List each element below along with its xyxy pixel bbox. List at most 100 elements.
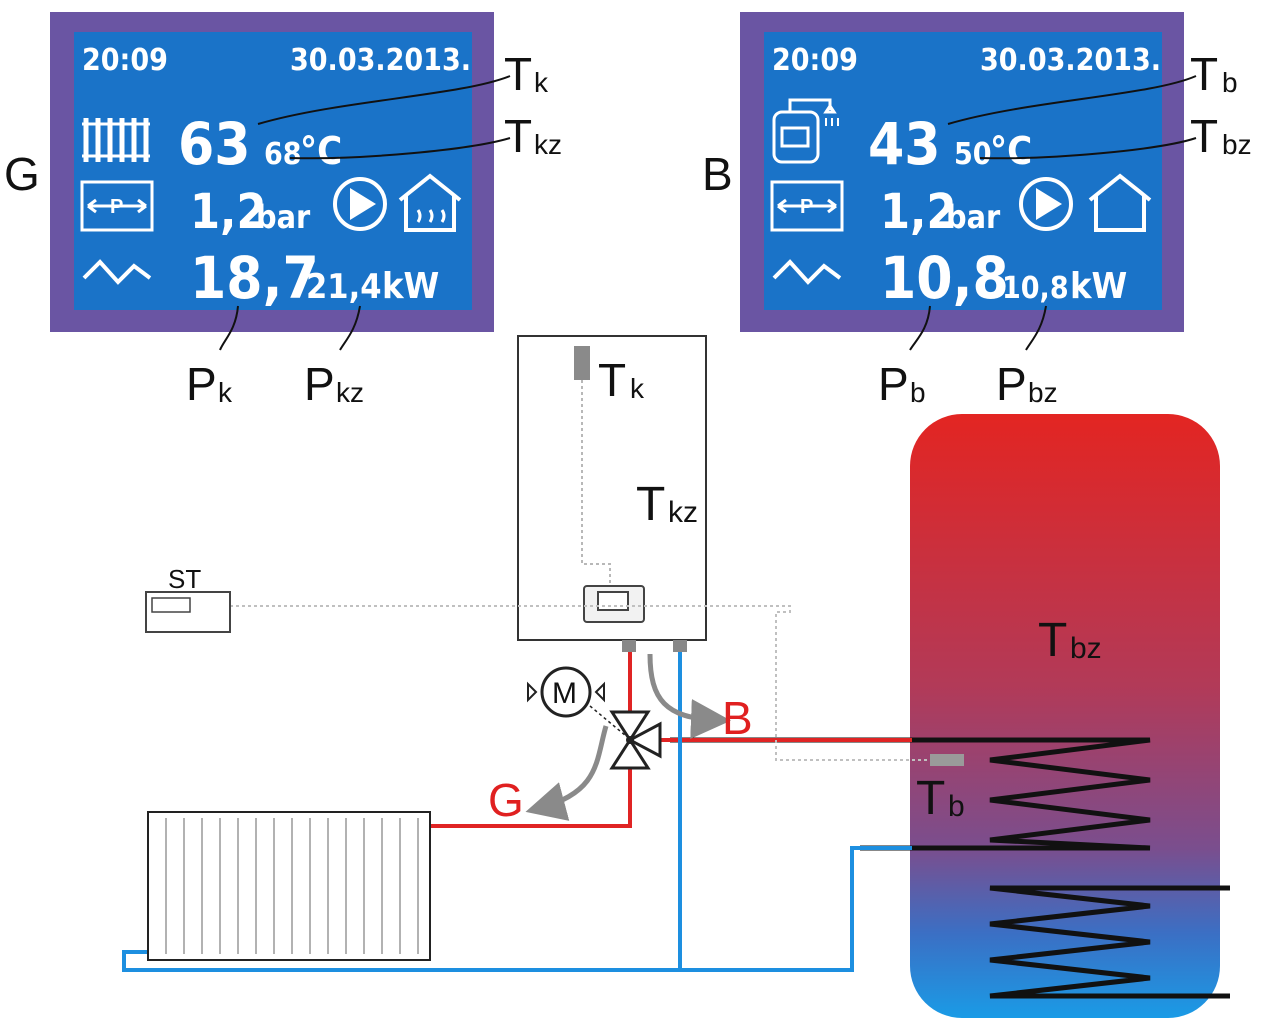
lcd-temp-set: 68 [264, 137, 302, 172]
pump-icon [333, 177, 387, 231]
lcd-date: 30.03.2013. [980, 43, 1161, 78]
tank-upper-coil [670, 737, 1151, 851]
motor-mounts [527, 681, 605, 703]
label-pkz-main: P [304, 358, 335, 410]
valve-top [609, 710, 651, 743]
label-tkz-main: T [504, 110, 532, 162]
lcd-pressure: 1,2 [880, 184, 957, 240]
label-tkz-sub: kz [534, 129, 562, 160]
lcd-power-unit: kW [382, 266, 439, 307]
callout-line-pk [219, 305, 239, 351]
label-pk-main: P [186, 358, 217, 410]
callout-line-tbz [979, 137, 1197, 160]
label-boiler-tkz-sub: kz [668, 496, 698, 529]
label-tb-main: T [1190, 48, 1218, 100]
callout-line-pb [909, 305, 931, 351]
mode-letter-boiler: B [702, 148, 733, 200]
label-pb-main: P [878, 358, 909, 410]
thermostat-display-icon [151, 597, 191, 613]
valve-bottom [609, 737, 651, 770]
label-tk-main: T [504, 48, 532, 100]
label-pb-sub: b [910, 377, 926, 408]
boiler-unit: T k T kz [517, 335, 707, 652]
pump-icon [1019, 177, 1073, 231]
label-tb-sub: b [1222, 67, 1238, 98]
lcd-power-main: 18,7 [190, 244, 319, 312]
callout-line-tb [947, 75, 1197, 125]
label-pkz-sub: kz [336, 377, 364, 408]
lcd-panel-boiler: 20:09 30.03.2013. 43 50 °C P 1,2 bar 10,… [702, 12, 1252, 410]
house-heating-icon [398, 173, 462, 232]
label-pbz-sub: bz [1028, 377, 1058, 408]
label-pbz-main: P [996, 358, 1027, 410]
lcd-panel-heating: 20:09 30.03.2013. 63 68 °C P 1,2 bar [4, 12, 562, 410]
lcd-pressure: 1,2 [190, 184, 267, 240]
callout-line-pbz [1025, 305, 1047, 351]
tank-sensor-icon [930, 754, 964, 766]
lcd-temp-main: 63 [178, 110, 251, 178]
tank-lower-coil [989, 885, 1230, 999]
motor-shaft [589, 705, 627, 737]
valve-side [626, 721, 662, 759]
callout-line-tkz [289, 137, 511, 160]
lcd-power-unit: kW [1070, 266, 1127, 307]
lcd-time: 20:09 [772, 43, 858, 78]
label-pk-sub: k [218, 377, 233, 408]
label-tank-tbz-main: T [1038, 614, 1067, 667]
lcd-pressure-unit: bar [946, 198, 1001, 236]
label-flow-g: G [488, 774, 524, 826]
label-tank-tb-main: T [916, 772, 945, 825]
lcd-date: 30.03.2013. [290, 43, 471, 78]
label-tank-tb-sub: b [948, 790, 965, 823]
radiator-icon [82, 118, 150, 162]
radiator-fins [165, 818, 419, 954]
pressure-icon: P [770, 180, 844, 232]
callout-line-pkz [339, 305, 361, 351]
mode-letter-heating: G [4, 148, 40, 200]
hot-pipe-to-radiator [430, 768, 632, 828]
label-motor: M [552, 677, 577, 710]
svg-text:P: P [800, 196, 813, 218]
lcd-time: 20:09 [82, 43, 168, 78]
pressure-icon: P [80, 180, 154, 232]
control-wire [230, 605, 930, 761]
valve-center [626, 736, 634, 744]
lcd-screen [764, 32, 1162, 310]
lcd-temp-set: 50 [954, 137, 992, 172]
water-heater-icon [772, 98, 839, 164]
boiler-connector-hot [622, 640, 636, 652]
sensor-wire [581, 380, 611, 586]
boiler-sensor-icon [574, 346, 590, 380]
lcd-power-set: 21,4 [306, 267, 381, 307]
label-boiler-tk-main: T [598, 354, 626, 406]
power-wave-icon [82, 259, 152, 285]
lcd-temp-unit: °C [990, 129, 1032, 173]
label-tbz-main: T [1190, 110, 1218, 162]
hot-water-tank: T bz T b [670, 414, 1230, 1018]
boiler-connector-return [673, 640, 687, 652]
motor-icon [540, 666, 592, 718]
lcd-power-main: 10,8 [880, 244, 1009, 312]
boiler-display-icon [597, 591, 629, 611]
label-tbz-sub: bz [1222, 129, 1252, 160]
label-thermostat: ST [168, 564, 201, 594]
house-icon [1088, 173, 1152, 232]
lcd-pressure-unit: bar [256, 198, 311, 236]
pipework [122, 648, 912, 972]
room-thermostat: ST [145, 564, 930, 761]
flow-arrow-heating [525, 725, 609, 821]
lcd-power-set: 10,8 [1002, 271, 1069, 306]
label-flow-b: B [722, 692, 753, 744]
radiator-body [147, 811, 431, 961]
lcd-temp-main: 43 [868, 110, 941, 178]
lcd-temp-unit: °C [300, 129, 342, 173]
label-tank-tbz-sub: bz [1070, 632, 1102, 665]
valve-motor: M [527, 666, 605, 718]
tank-body [910, 414, 1220, 1018]
label-boiler-tk-sub: k [630, 373, 645, 404]
three-way-valve [589, 705, 662, 770]
flow-arrow-boiler [647, 653, 731, 739]
callout-line-tk [257, 75, 511, 125]
power-wave-icon [772, 259, 842, 285]
